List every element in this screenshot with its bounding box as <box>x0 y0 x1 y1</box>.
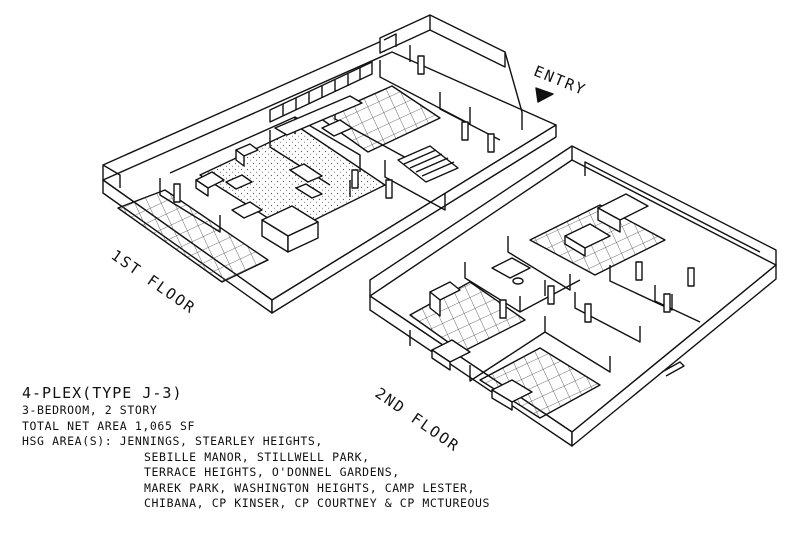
second-floor-beds <box>431 223 611 411</box>
first-floor-furniture <box>195 119 353 253</box>
plan-legend: 4-PLEX(TYPE J-3) 3-BEDROOM, 2 STORY TOTA… <box>22 383 582 512</box>
legend-housing-areas-line-2: SEBILLE MANOR, STILLWELL PARK, <box>144 449 370 464</box>
first-floor-porch-tile <box>117 189 269 283</box>
second-floor-doors <box>499 261 695 323</box>
second-floor-bathroom <box>491 257 531 285</box>
legend-housing-areas-line-5: CHIBANA, CP KINSER, CP COURTNEY & CP MCT… <box>144 496 491 510</box>
legend-housing-areas-line-3: TERRACE HEIGHTS, O'DONNEL GARDENS, <box>144 465 400 479</box>
kitchen-counter <box>274 95 363 136</box>
legend-area-line: TOTAL NET AREA 1,065 SF <box>22 418 196 433</box>
first-floor-doors <box>173 55 495 203</box>
plan-type-title: 4-PLEX(TYPE J-3) <box>22 384 183 402</box>
first-floor-stair <box>397 145 459 183</box>
legend-bedrooms-line: 3-BEDROOM, 2 STORY <box>22 403 158 417</box>
legend-housing-areas-line-4: MAREK PARK, WASHINGTON HEIGHTS, CAMP LES… <box>144 480 476 495</box>
second-floor-bedroom-front-tile <box>479 347 601 419</box>
first-floor-plan <box>102 14 557 314</box>
triangle-right-icon <box>535 87 554 103</box>
second-floor-plan <box>369 145 777 447</box>
kitchen-upper-cabinets <box>269 61 373 123</box>
first-floor-kitchen-tile <box>319 85 441 153</box>
second-floor-closets <box>429 193 649 317</box>
legend-housing-areas-line: HSG AREA(S): JENNINGS, STEARLEY HEIGHTS, <box>22 434 323 448</box>
